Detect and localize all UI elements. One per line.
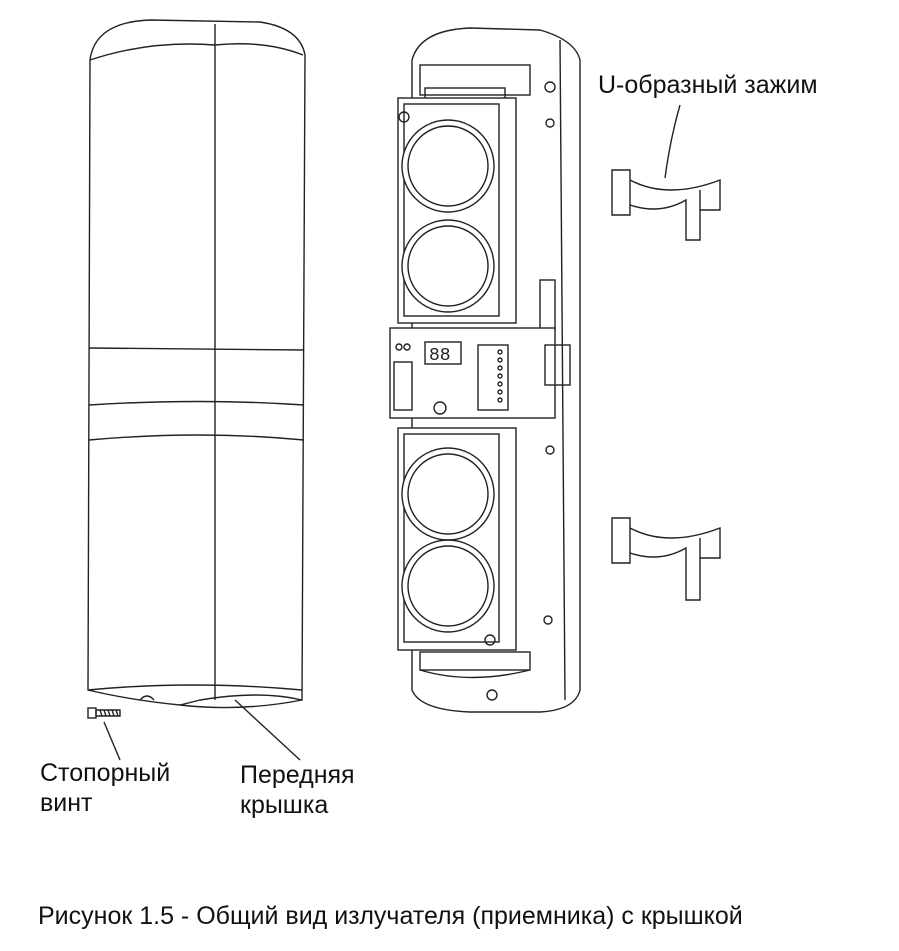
device-body: 88 [389,27,581,713]
u-clamp-lower [611,517,721,601]
label-front-cover-line2: крышка [240,791,329,819]
cover-leader-line [234,699,301,761]
figure-caption: Рисунок 1.5 - Общий вид излучателя (прие… [38,902,743,930]
clamp-leader-line [664,104,681,179]
front-cover [87,19,306,709]
label-set-screw-line2: винт [40,789,93,817]
label-set-screw-line1: Стопорный [40,759,171,787]
set-screw [87,707,121,719]
label-u-clamp: U-образный зажим [598,71,818,99]
u-clamp-upper [611,169,721,241]
display-digits: 88 [429,346,451,366]
label-front-cover-line1: Передняя [240,761,355,789]
terminal-block [477,344,509,411]
screw-leader-line [103,721,121,761]
